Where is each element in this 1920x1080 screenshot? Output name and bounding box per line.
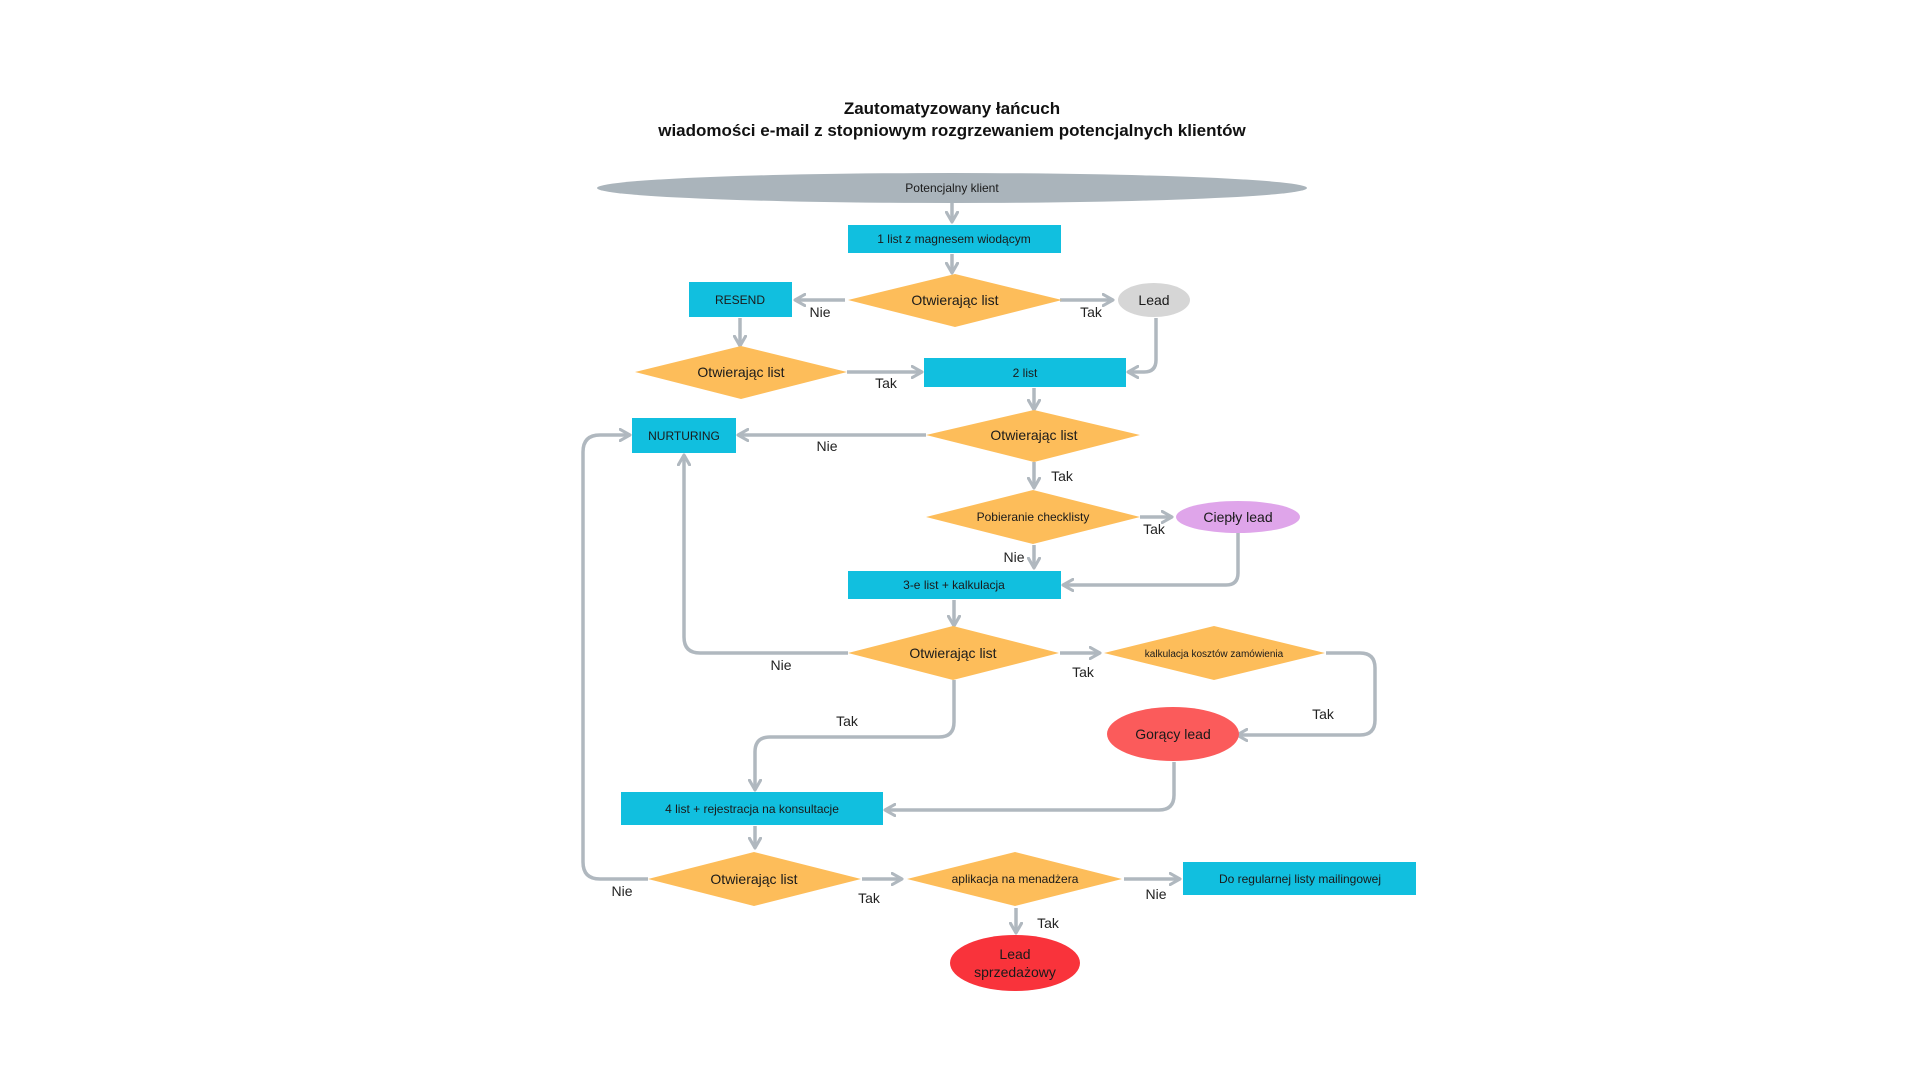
node-open3: Otwierając list (848, 626, 1059, 680)
lead-ellipse (1118, 283, 1190, 317)
open4-label: Otwierając list (710, 871, 797, 887)
lead-label: Lead (1138, 292, 1169, 308)
node-open2: Otwierając list (926, 410, 1140, 462)
checklist-diamond (926, 490, 1140, 544)
open-resend-diamond (635, 346, 847, 399)
node-hot-lead: Gorący lead (1107, 707, 1239, 761)
node-letter1: 1 list z magnesem wiodącym (848, 225, 1061, 253)
edge-label-open4-yes: Tak (858, 890, 881, 906)
sales-lead-label-line1: Lead (999, 946, 1030, 962)
edge-label-open2-yes: Tak (1051, 468, 1074, 484)
letter1-box (848, 225, 1061, 253)
start-label: Potencjalny klient (905, 181, 999, 195)
edge-label-open3-yes-calc: Tak (1072, 664, 1095, 680)
edge-label-calc-yes: Tak (1312, 706, 1335, 722)
node-start: Potencjalny klient (597, 173, 1307, 203)
edge-label-open2-no: Nie (816, 438, 837, 454)
open-resend-label: Otwierając list (697, 364, 784, 380)
node-nurturing: NURTURING (632, 418, 736, 453)
edge-lead-to-letter2 (1128, 318, 1158, 372)
edge-hot-lead-to-letter4 (885, 762, 1176, 810)
node-regular: Do regularnej listy mailingowej (1183, 862, 1416, 895)
letter2-label: 2 list (1013, 366, 1038, 380)
node-sales-lead: Lead sprzedażowy (950, 935, 1080, 991)
edge-open3-to-nurturing (684, 455, 848, 655)
edge-open4-to-nurturing (581, 435, 648, 881)
letter4-label: 4 list + rejestracja na konsultacje (665, 802, 839, 816)
edge-label-open1-yes: Tak (1080, 304, 1103, 320)
node-letter2: 2 list (924, 358, 1126, 387)
edge-label-open1-no: Nie (809, 304, 830, 320)
open3-diamond (848, 626, 1059, 680)
warm-lead-ellipse (1176, 501, 1300, 533)
node-checklist: Pobieranie checklisty (926, 490, 1140, 544)
regular-label: Do regularnej listy mailingowej (1219, 872, 1381, 886)
edge-labels: Nie Tak Tak Nie Tak Tak Nie Nie Tak Tak … (611, 304, 1334, 931)
letter4-box (621, 792, 883, 825)
open2-diamond (926, 410, 1140, 462)
node-resend: RESEND (689, 282, 792, 317)
edge-label-open3-no: Nie (770, 657, 791, 673)
letter2-box (924, 358, 1126, 387)
open1-label: Otwierając list (911, 292, 998, 308)
edge-label-checklist-no: Nie (1003, 549, 1024, 565)
resend-box (689, 282, 792, 317)
node-warm-lead: Ciepły lead (1176, 501, 1300, 533)
manager-diamond (907, 852, 1122, 906)
sales-lead-ellipse (950, 935, 1080, 991)
edge-label-checklist-yes: Tak (1143, 521, 1166, 537)
sales-lead-label-line2: sprzedażowy (974, 964, 1056, 980)
calc-label: kalkulacja kosztów zamówienia (1145, 649, 1284, 660)
node-manager: aplikacja na menadżera (907, 852, 1122, 906)
open1-diamond (848, 274, 1062, 327)
letter3-box (848, 571, 1061, 599)
node-open1: Otwierając list (848, 274, 1062, 327)
diagram-title-line2: wiadomości e-mail z stopniowym rozgrzewa… (657, 121, 1246, 140)
node-calc: kalkulacja kosztów zamówienia (1104, 626, 1325, 680)
edge-label-open-resend-yes: Tak (875, 375, 898, 391)
node-letter4: 4 list + rejestracja na konsultacje (621, 792, 883, 825)
calc-diamond (1104, 626, 1325, 680)
node-letter3: 3-e list + kalkulacja (848, 571, 1061, 599)
checklist-label: Pobieranie checklisty (977, 510, 1090, 524)
edge-warm-lead-to-letter3 (1063, 533, 1240, 585)
edge-label-manager-no: Nie (1145, 886, 1166, 902)
nurturing-label: NURTURING (648, 429, 720, 443)
nurturing-box (632, 418, 736, 453)
diagram-title-line1: Zautomatyzowany łańcuch (844, 99, 1060, 118)
edge-calc-to-hot-lead (1237, 651, 1377, 735)
warm-lead-label: Ciepły lead (1203, 509, 1272, 525)
start-ellipse (597, 173, 1307, 203)
open4-diamond (648, 852, 861, 906)
open2-label: Otwierając list (990, 427, 1077, 443)
edge-label-open3-yes-letter4: Tak (836, 713, 859, 729)
edge-label-open4-no: Nie (611, 883, 632, 899)
letter3-label: 3-e list + kalkulacja (903, 578, 1005, 592)
hot-lead-label: Gorący lead (1135, 726, 1210, 742)
hot-lead-ellipse (1107, 707, 1239, 761)
node-open-resend: Otwierając list (635, 346, 847, 399)
regular-box (1183, 862, 1416, 895)
edge-label-manager-yes: Tak (1037, 915, 1060, 931)
letter1-label: 1 list z magnesem wiodącym (877, 232, 1030, 246)
edge-open3-to-letter4 (755, 680, 956, 790)
manager-label: aplikacja na menadżera (952, 872, 1079, 886)
node-lead: Lead (1118, 283, 1190, 317)
resend-label: RESEND (715, 293, 765, 307)
open3-label: Otwierając list (909, 645, 996, 661)
edges (581, 202, 1377, 933)
node-open4: Otwierając list (648, 852, 861, 906)
